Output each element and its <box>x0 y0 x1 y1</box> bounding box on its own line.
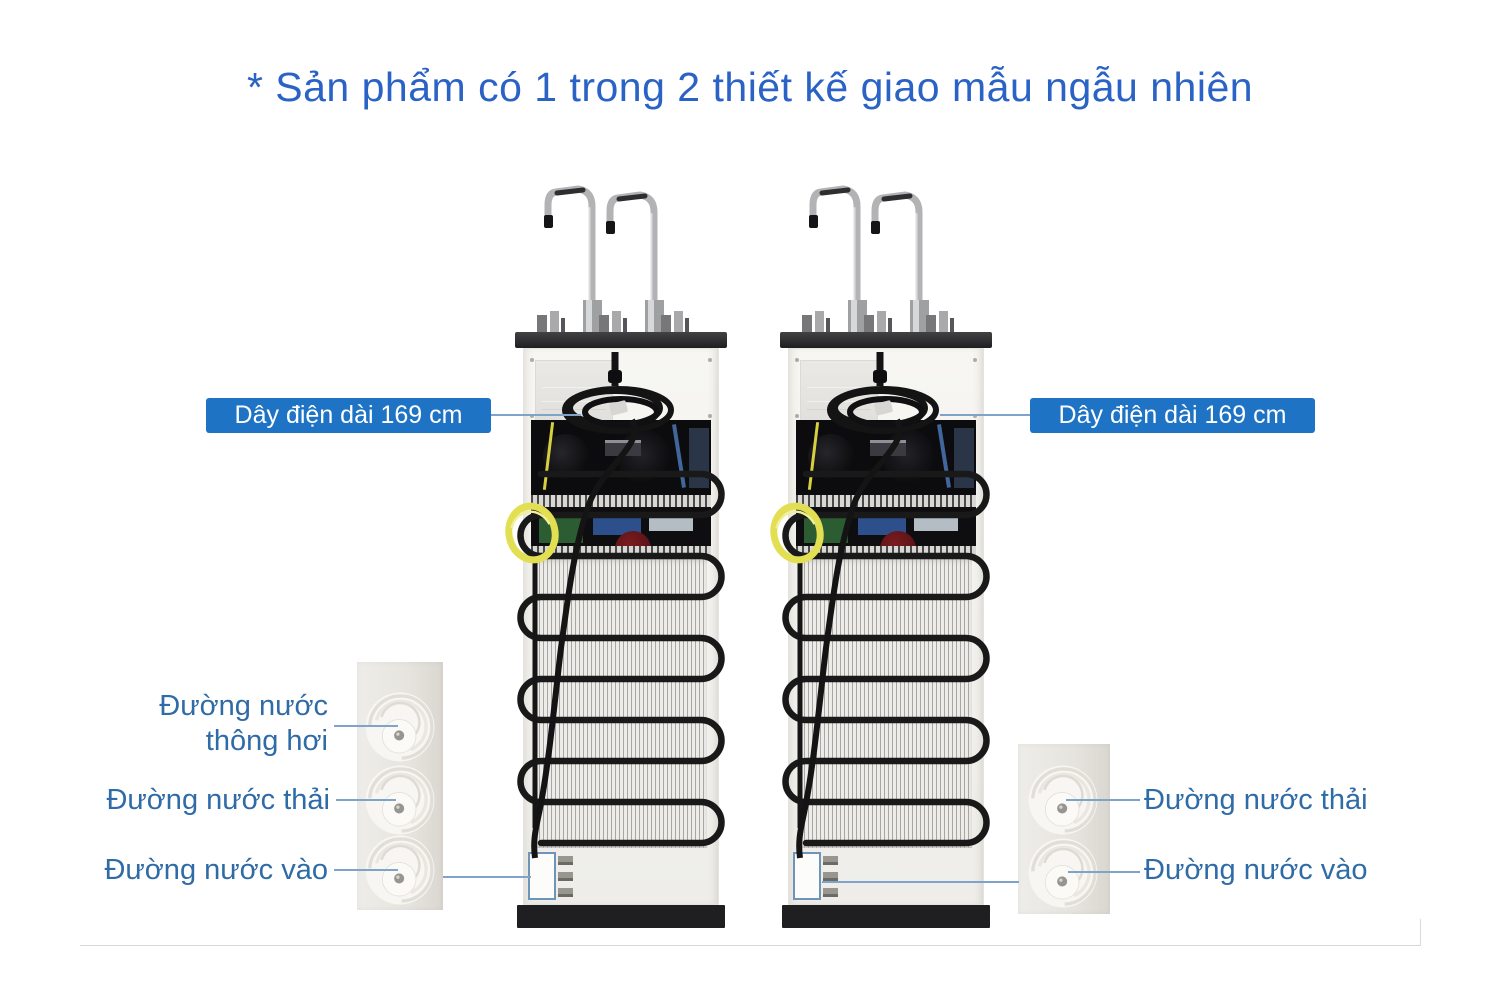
leader-line <box>334 869 398 871</box>
power-cord-and-condenser-tube <box>505 352 725 859</box>
water-purifier-back-view-2 <box>770 160 992 930</box>
machine-top-cap <box>515 332 727 348</box>
screw-dot <box>708 358 712 362</box>
condenser-serpentine-tube <box>782 470 990 847</box>
water-port <box>558 888 573 897</box>
top-fittings <box>802 311 830 336</box>
water-port <box>823 872 838 881</box>
waste-water-line-label-left: Đường nước thải <box>106 784 330 816</box>
coiled-tube-port-icon <box>358 685 442 769</box>
screw-dot <box>973 414 977 418</box>
leader-line <box>940 414 1030 416</box>
water-connection-box <box>793 852 821 900</box>
water-port <box>823 888 838 897</box>
gooseneck-faucets <box>537 185 689 336</box>
gooseneck-faucets <box>802 185 954 336</box>
coiled-tube-port-icon <box>1021 831 1105 915</box>
screw-dot <box>795 358 799 362</box>
waste-water-line-label-right: Đường nước thải <box>1144 784 1368 816</box>
vent-grille <box>796 495 976 507</box>
vent-water-line-label: Đường nước thông hơi <box>159 690 328 757</box>
screw-dot <box>795 414 799 418</box>
power-cord-strand <box>796 418 903 859</box>
screw-dot <box>973 358 977 362</box>
leader-line <box>1066 799 1140 801</box>
coil-ports-panel-right <box>1018 744 1110 914</box>
machine-top-cap <box>780 332 992 348</box>
screw-dot <box>708 414 712 418</box>
leader-line <box>1068 871 1140 873</box>
power-cord-strand <box>531 418 638 859</box>
leader-line <box>334 725 398 727</box>
coil-ports-panel-left <box>357 662 443 910</box>
power-cord-length-label-left: Dây điện dài 169 cm <box>206 398 491 433</box>
screw-dot <box>530 358 534 362</box>
inlet-water-line-label-left: Đường nước vào <box>104 854 328 886</box>
floor-line <box>80 945 1421 946</box>
leader-line <box>822 881 1019 883</box>
leader-line <box>491 414 581 416</box>
condenser-serpentine-tube <box>517 470 725 847</box>
yellow-tape-loop <box>770 502 824 564</box>
machine-base <box>517 905 725 928</box>
yellow-tape-loop <box>505 502 559 564</box>
water-purifier-back-view-1 <box>505 160 727 930</box>
floor-line-edge <box>1420 919 1421 946</box>
vent-grille <box>531 495 711 507</box>
screw-dot <box>530 414 534 418</box>
water-port <box>823 856 838 865</box>
leader-line <box>443 876 531 878</box>
power-cord-length-label-right: Dây điện dài 169 cm <box>1030 398 1315 433</box>
top-fittings <box>537 311 565 336</box>
water-port <box>558 872 573 881</box>
power-cord-and-condenser-tube <box>770 352 990 859</box>
inlet-water-line-label-right: Đường nước vào <box>1144 854 1368 886</box>
water-port <box>558 856 573 865</box>
page-title: * Sản phẩm có 1 trong 2 thiết kế giao mẫ… <box>246 64 1254 110</box>
leader-line <box>336 799 396 801</box>
machine-base <box>782 905 990 928</box>
